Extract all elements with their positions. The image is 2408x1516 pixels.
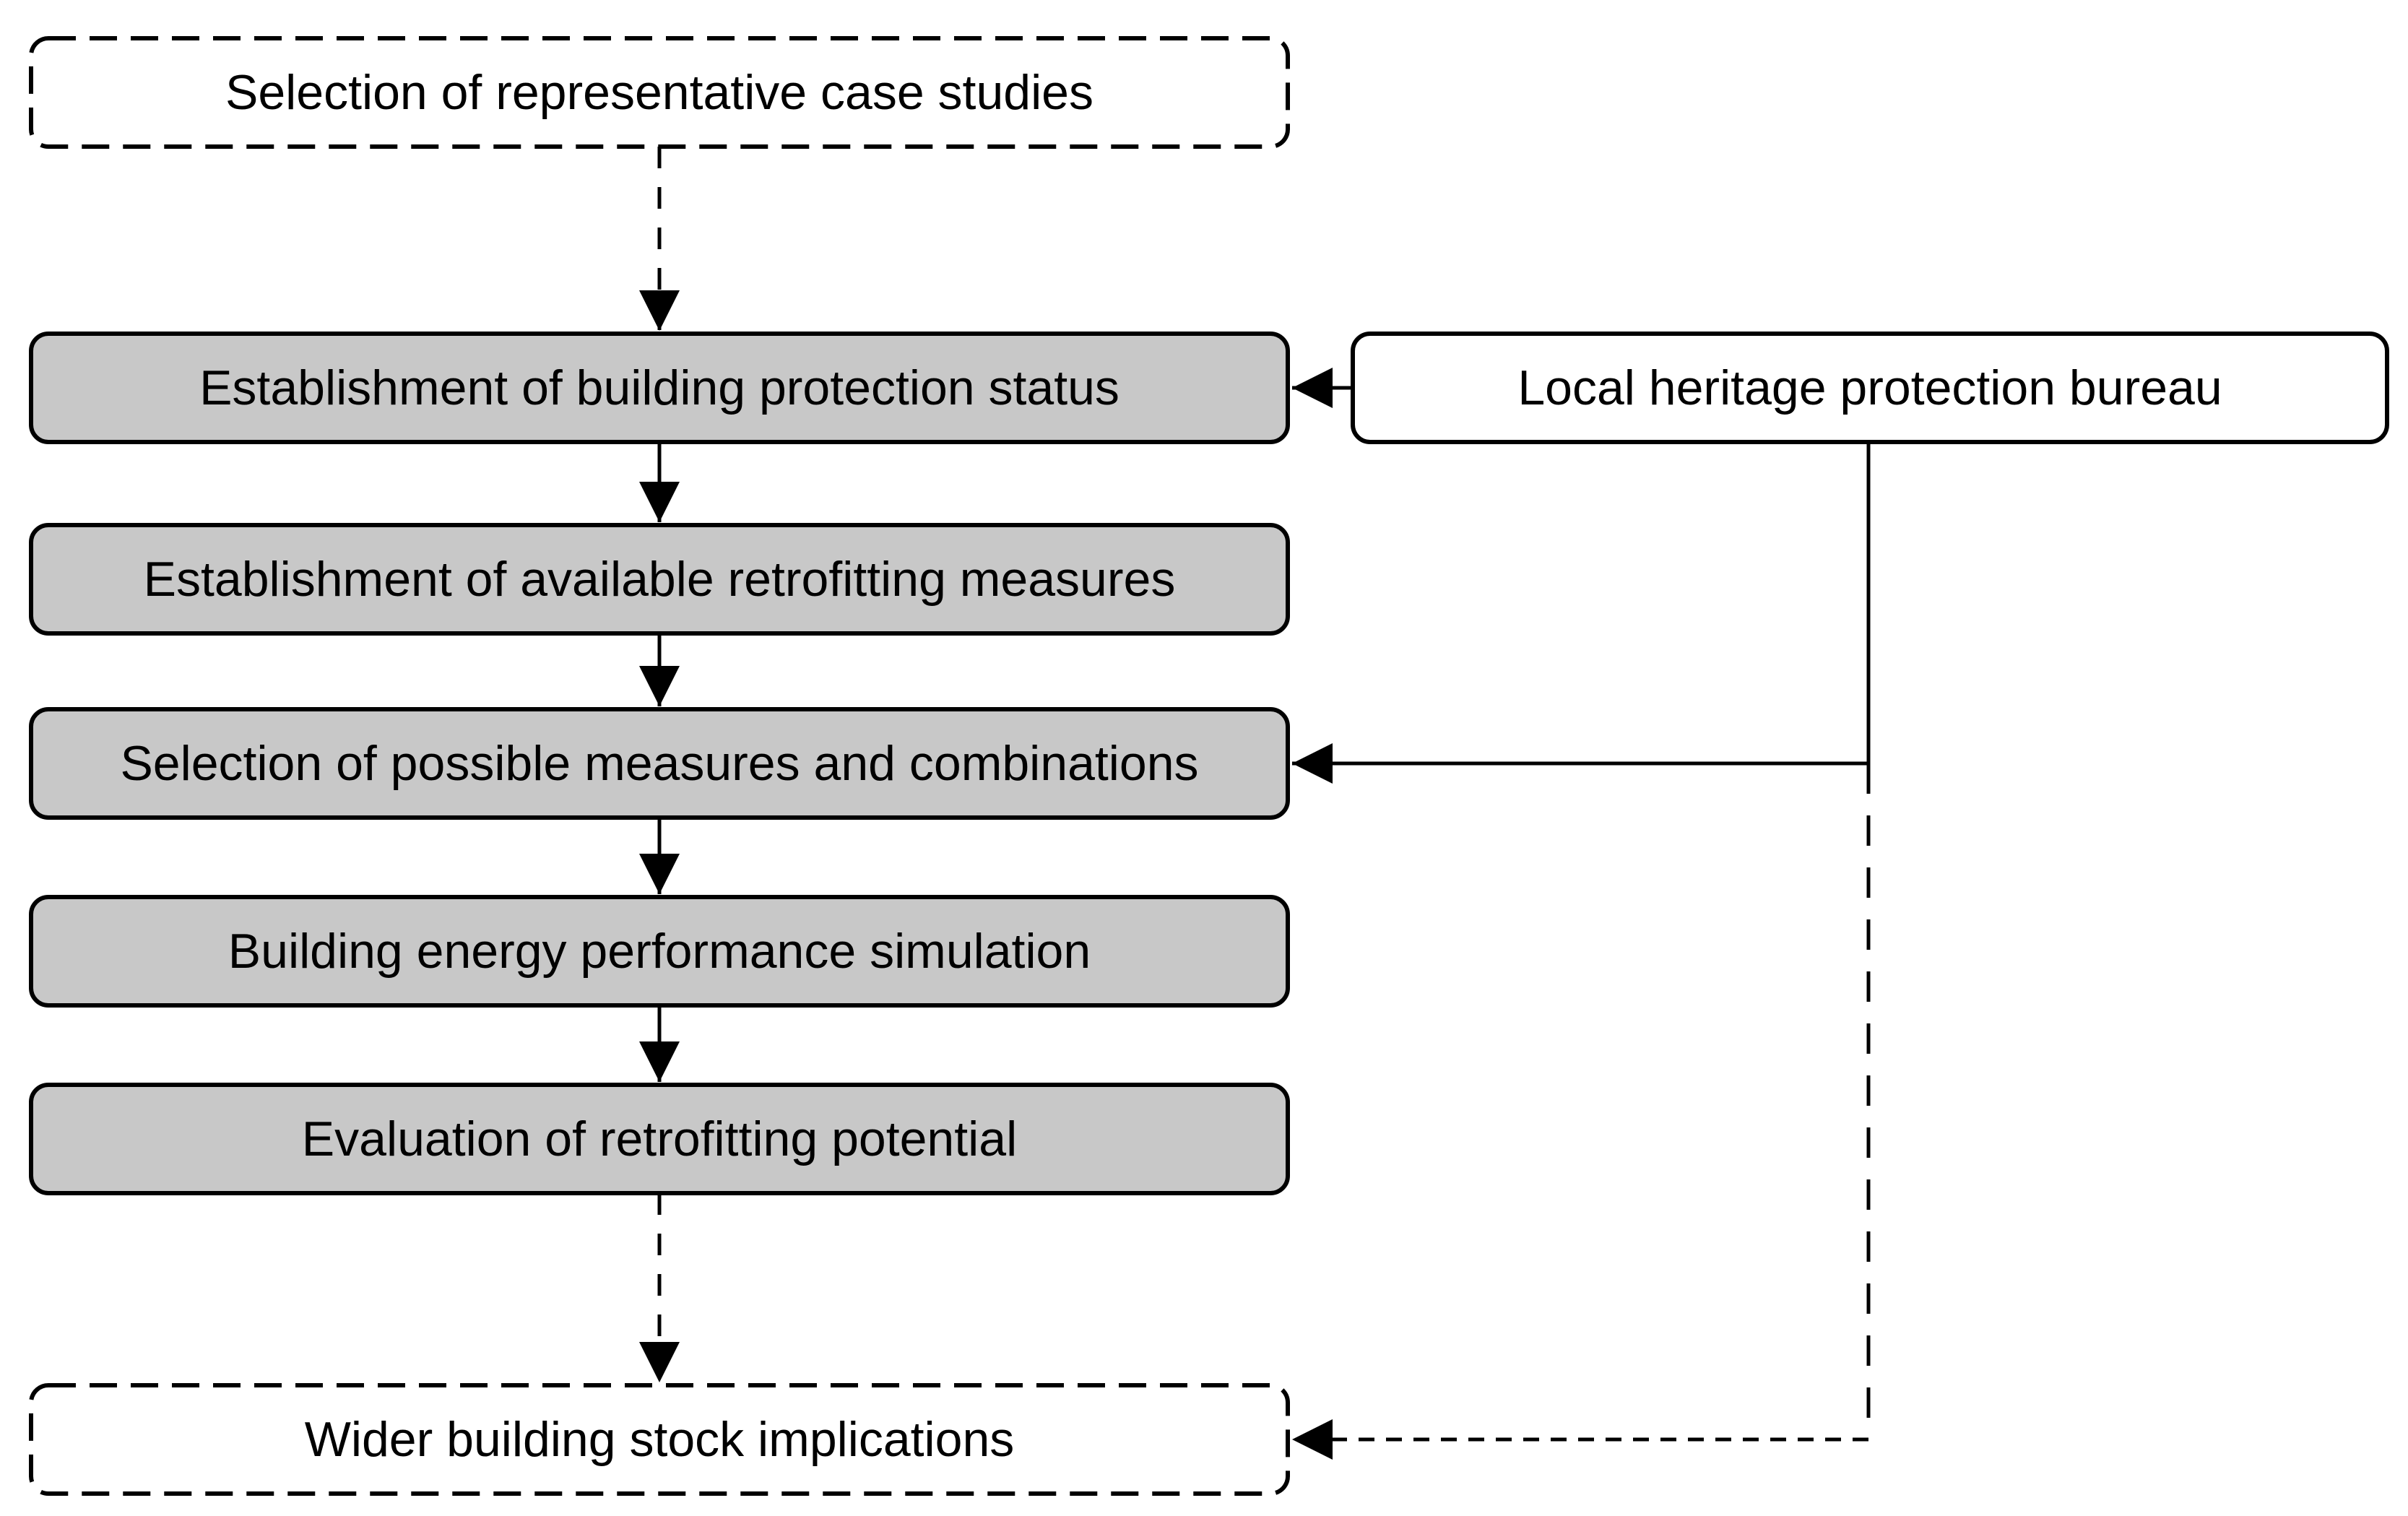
node-case-studies: Selection of representative case studies [225, 64, 1094, 120]
node-protection-status: Establishment of building protection sta… [199, 360, 1119, 415]
node-possible-measures: Selection of possible measures and combi… [120, 735, 1199, 791]
node-heritage-bureau: Local heritage protection bureau [1517, 360, 2222, 415]
node-available-measures: Establishment of available retrofitting … [143, 551, 1176, 607]
node-stock-implications: Wider building stock implications [304, 1411, 1015, 1467]
stock-implications-box-shape [29, 1383, 1290, 1496]
node-retrofit-potential: Evaluation of retrofitting potential [301, 1111, 1018, 1166]
node-energy-simulation: Building energy performance simulation [228, 923, 1091, 979]
